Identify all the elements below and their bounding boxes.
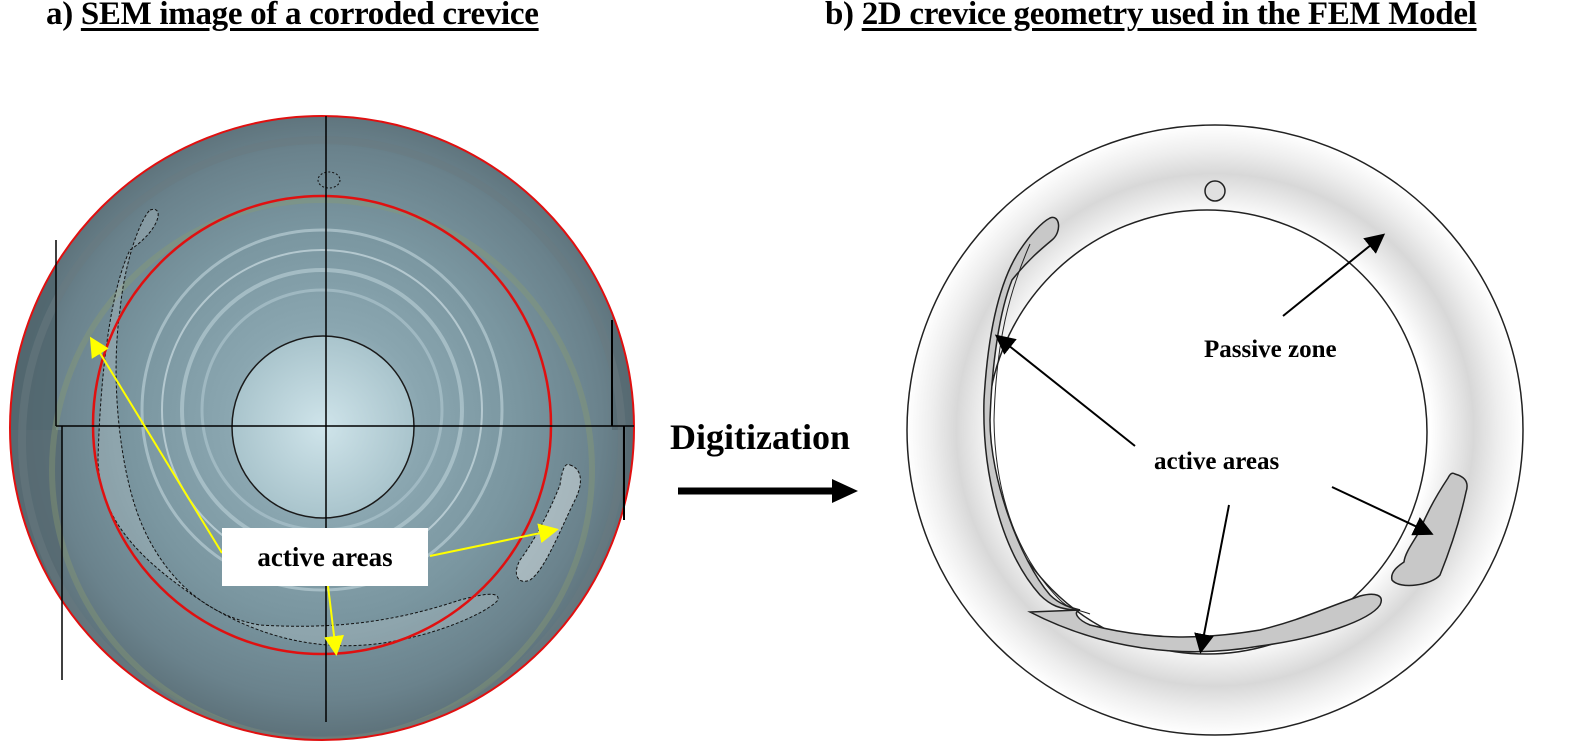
- fem-geometry: [906, 124, 1524, 736]
- fem-active-areas-label: active areas: [1154, 448, 1280, 475]
- outer-boundary-circle: [9, 115, 635, 741]
- fem-annotation-arrows: [994, 233, 1434, 654]
- passive-zone-label: Passive zone: [1204, 336, 1337, 363]
- digitization-label: Digitization: [670, 417, 850, 457]
- inner-boundary-circle: [91, 194, 553, 656]
- inner-circle: [986, 209, 1428, 655]
- sem-active-areas-label: active areas: [222, 528, 428, 586]
- panel-a-prefix: a): [46, 0, 81, 32]
- sem-annotation-arrows: [89, 336, 559, 656]
- panel-a-title-text: SEM image of a corroded crevice: [80, 0, 539, 32]
- panel-b-prefix: b): [825, 0, 862, 32]
- panel-a-title: a) SEM image of a corroded crevice: [46, 0, 539, 33]
- panel-b-title-text: 2D crevice geometry used in the FEM Mode…: [861, 0, 1477, 32]
- right-arrow-icon: [678, 479, 858, 503]
- panel-b-title: b) 2D crevice geometry used in the FEM M…: [825, 0, 1477, 33]
